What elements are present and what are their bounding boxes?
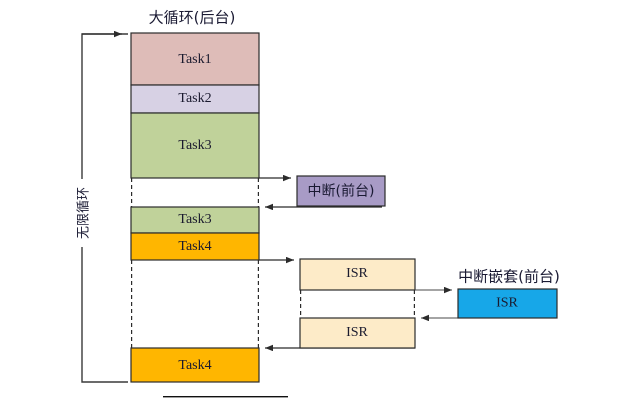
isr-block-resumed[interactable]: ISR — [299, 317, 416, 349]
task4-resumed-label: Task4 — [178, 358, 211, 373]
nested-isr-rect — [457, 288, 558, 319]
isr-column-dashed-guides — [300, 290, 415, 318]
isr-resumed-rect — [299, 317, 416, 349]
task-block-task3-resumed[interactable]: Task3 — [130, 206, 260, 234]
isr-first-rect — [299, 258, 416, 291]
isr-block-first[interactable]: ISR — [299, 258, 416, 291]
interrupt-foreground-block[interactable]: 中断(前台) — [296, 175, 386, 207]
interrupt-foreground-rect — [296, 175, 386, 207]
task2-rect — [130, 84, 260, 114]
nested-isr-block[interactable]: ISR — [457, 288, 558, 319]
task-block-task2[interactable]: Task2 — [130, 84, 260, 114]
task1-label: Task1 — [178, 52, 211, 67]
task4-resumed-rect — [130, 347, 260, 383]
isr-resumed-label: ISR — [346, 325, 368, 340]
main-loop-title: 大循环(后台) — [149, 9, 236, 27]
nested-isr-label: ISR — [496, 296, 518, 311]
infinite-loop-label-group: 无限循环 — [75, 179, 93, 247]
task-block-task4-resumed[interactable]: Task4 — [130, 347, 260, 383]
label-backdrop — [75, 179, 93, 247]
task1-rect — [130, 32, 260, 86]
task3-resumed-label: Task3 — [178, 212, 211, 227]
task4-first-label: Task4 — [178, 239, 211, 254]
isr-first-label: ISR — [346, 266, 368, 281]
task3-first-label: Task3 — [178, 138, 211, 153]
nested-interrupt-title: 中断嵌套(前台) — [458, 268, 560, 286]
infinite-loop-label: 无限循环 — [77, 187, 92, 239]
task-block-task4-first[interactable]: Task4 — [130, 232, 260, 261]
task-block-task3-first[interactable]: Task3 — [130, 112, 260, 179]
task2-label: Task2 — [178, 91, 211, 106]
task3-resumed-rect — [130, 206, 260, 234]
task4-first-rect — [130, 232, 260, 261]
caption-clip-edge — [163, 396, 288, 398]
interrupt-foreground-label: 中断(前台) — [308, 183, 375, 200]
task3-first-rect — [130, 112, 260, 179]
task-block-task1[interactable]: Task1 — [130, 32, 260, 86]
task-column-dashed-guides — [131, 178, 259, 348]
